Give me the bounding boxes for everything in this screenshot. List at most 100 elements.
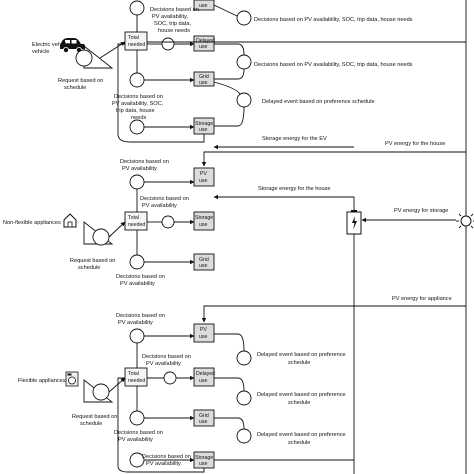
ev-loop-line — [117, 43, 205, 143]
nonflex-grid-label-2: use — [199, 263, 207, 269]
ev-delayed-use-box — [193, 35, 215, 52]
ev-total-needed-label: Total — [128, 35, 139, 41]
ev-top-right-place — [236, 10, 252, 26]
sun-icon — [456, 211, 474, 231]
ev-grid-link — [214, 68, 245, 80]
flex-loop-line — [117, 377, 205, 473]
ev-request-label-2: schedule — [64, 85, 86, 91]
nonflex-section: Decisions based on PV availability PV us… — [3, 159, 215, 287]
ev-request-place — [75, 49, 93, 67]
washer-icon — [65, 371, 79, 387]
flow-lines: Storage energy for the EV PV energy for … — [201, 0, 474, 474]
flex-request-label-2: schedule — [80, 421, 102, 427]
ev-mid-right-decision: Decisions based on PV availability, SOC,… — [254, 62, 413, 68]
flex-section: Decisions based on PV availability PV us… — [18, 313, 354, 473]
nonflex-grid-label: Grid — [199, 257, 209, 263]
nonflex-storage-label: Storage — [195, 215, 213, 221]
flow-pv-to-house: PV energy for the house — [385, 141, 445, 147]
flex-pv-delayed-event: Delayed event based on preference — [257, 352, 346, 358]
ev-use-label: use — [199, 3, 207, 9]
ev-grid-label-2: use — [199, 80, 207, 86]
ev-delay-link — [213, 81, 241, 95]
flex-pv-label-2: use — [199, 334, 207, 340]
ev-left-decision-4: needs — [131, 115, 146, 121]
nonflex-storage-place — [161, 215, 175, 229]
nonflex-mid-decision-2: PV availability — [142, 203, 177, 209]
flex-grid-decision-2: PV availability — [118, 437, 153, 443]
flex-source-label: Flexible appliances — [18, 378, 66, 384]
flex-delayed-label-2: use — [199, 378, 207, 384]
ev-grid-place — [129, 72, 145, 88]
ev-top-right-decision: Decisions based on PV availability, SOC,… — [254, 17, 413, 23]
ev-mid-place — [161, 37, 175, 51]
ev-mid-right-link — [214, 43, 245, 56]
nonflex-grid-place — [129, 254, 145, 270]
flex-pv-delayed-event-2: schedule — [288, 360, 310, 366]
ev-left-decision-3: trip data, house — [116, 108, 155, 114]
nonflex-grid-use-box — [193, 253, 215, 271]
ev-total-needed-label-2: needed — [128, 42, 145, 48]
nonflex-bottom-decision-1: Decisions based on — [116, 274, 165, 280]
flex-pv-delay-place — [236, 350, 252, 366]
flex-request-to-total — [108, 377, 126, 393]
ev-storage-place — [129, 119, 145, 135]
flow-storage-to-ev: Storage energy for the EV — [262, 136, 327, 142]
ev-top-decision-1: Decisions based on — [150, 7, 199, 13]
ev-storage-label-2: use — [199, 127, 207, 133]
ev-source-label-2: vehicle — [32, 49, 49, 55]
ev-top-decision-2: PV availability, — [152, 14, 188, 20]
car-icon — [60, 38, 85, 53]
flex-pv-label: PV — [200, 327, 207, 333]
flex-delayed-link — [214, 377, 245, 392]
nonflex-request-place — [92, 228, 110, 246]
flow-pv-to-appliance-arrow — [201, 305, 466, 323]
flex-top-decision-1: Decisions based on — [116, 313, 165, 319]
flex-pv-delay-link — [214, 333, 245, 352]
flex-top-decision-2: PV availability — [118, 320, 153, 326]
flex-delayed-label: Delayed — [196, 371, 215, 377]
ev-delay-place — [236, 92, 252, 108]
ev-storage-link — [214, 106, 245, 127]
flow-storage-to-house-arrow — [213, 194, 355, 210]
ev-mid-right-place — [236, 54, 252, 70]
flex-grid-decision-1: Decisions based on — [114, 430, 163, 436]
ev-request-to-total — [99, 41, 126, 59]
ev-left-decision-1: Decisions based on — [114, 94, 163, 100]
flex-pv-place — [129, 328, 145, 344]
flex-mid-decision-1: Decisions based on — [142, 354, 191, 360]
flex-grid-delay-link — [214, 417, 245, 430]
nonflex-top-decision-1: Decisions based on — [120, 159, 169, 165]
ev-top-decision-4: house needs — [158, 28, 190, 34]
flow-pv-to-house-arrow — [201, 151, 466, 167]
nonflex-pv-place — [129, 174, 145, 190]
ev-storage-label: Storage — [195, 121, 213, 127]
flex-mid-delayed-event: Delayed event based on preference — [257, 392, 346, 398]
flow-pv-to-storage: PV energy for storage — [394, 208, 448, 214]
flex-bottom-decision-1: Decisions based on — [142, 454, 191, 460]
ev-delayed-event: Delayed event based on preference schedu… — [262, 99, 375, 105]
flow-storage-to-house: Storage energy for the house — [258, 186, 330, 192]
flex-storage-label-2: use — [199, 461, 207, 467]
nonflex-pv-use-box — [193, 167, 215, 187]
nonflex-storage-label-2: use — [199, 222, 207, 228]
flex-pv-use-box — [193, 323, 215, 343]
flex-grid-delayed-event: Delayed event based on preference — [257, 432, 346, 438]
flex-grid-delayed-event-2: schedule — [288, 440, 310, 446]
flex-delayed-place — [163, 371, 177, 385]
ev-total-needed-box — [124, 31, 148, 51]
nonflex-storage-use-box — [193, 211, 215, 231]
nonflex-bottom-decision-2: PV availability — [120, 281, 155, 287]
ev-top-link — [213, 4, 238, 17]
flex-grid-place — [129, 410, 145, 426]
flex-delayed-use-box — [193, 367, 215, 387]
flex-total-needed-box — [124, 367, 148, 387]
flex-total-label-2: needed — [128, 378, 145, 384]
flex-grid-label-2: use — [199, 419, 207, 425]
nonflex-total-label-2: needed — [128, 222, 145, 228]
ev-delayed-label-2: use — [199, 44, 207, 50]
ev-section: Electric vehicle vehicle Request based o… — [32, 0, 466, 143]
flex-grid-delay-place — [236, 428, 252, 444]
nonflex-top-decision-2: PV availability — [122, 166, 157, 172]
